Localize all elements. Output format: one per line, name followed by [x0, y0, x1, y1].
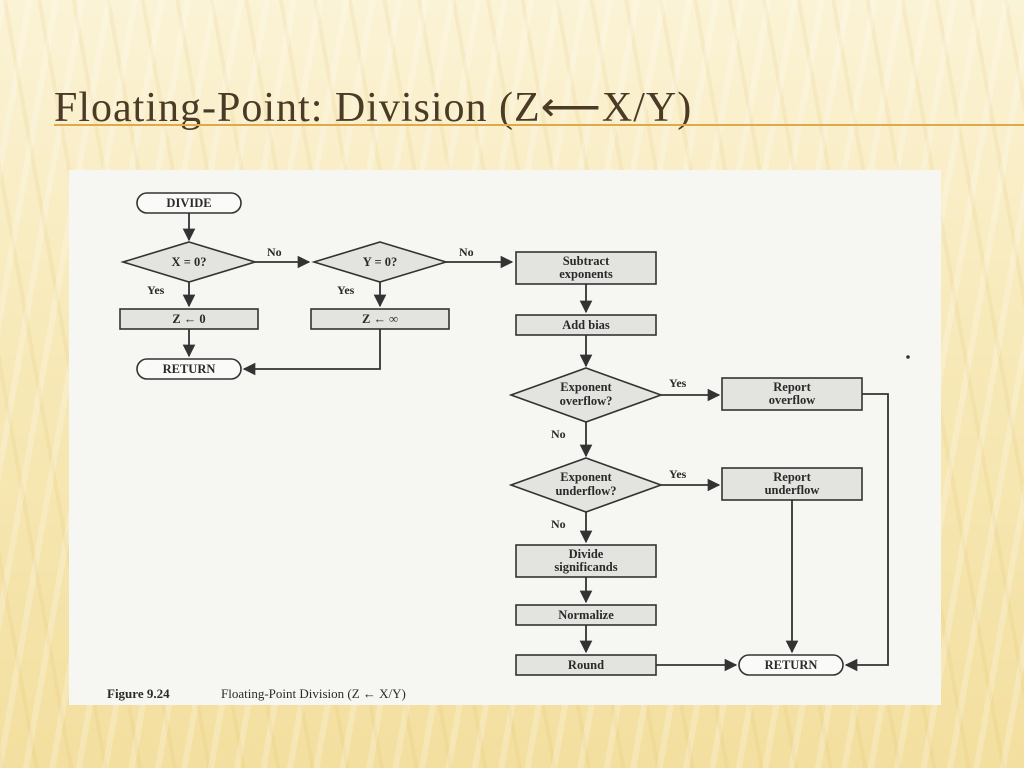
flowchart-svg: DIVIDE X = 0? No Yes Z ← 0 RETURN Y = 0?… — [107, 192, 910, 701]
overflow-label-1: Exponent — [560, 380, 612, 394]
underflow-label-1: Exponent — [560, 470, 612, 484]
normalize-label: Normalize — [558, 608, 614, 622]
overflow-yes-label: Yes — [669, 376, 687, 390]
y-yes-label: Yes — [337, 283, 355, 297]
y-zero-label: Y = 0? — [363, 255, 397, 269]
arrow-overflow-report-to-return — [844, 393, 889, 672]
report-overflow-label-2: overflow — [769, 393, 816, 407]
return-right-terminal — [738, 654, 844, 676]
round-label: Round — [568, 658, 604, 672]
return-left-label: RETURN — [163, 362, 216, 376]
report-underflow-label-2: underflow — [765, 483, 820, 497]
flowchart-figure: DIVIDE X = 0? No Yes Z ← 0 RETURN Y = 0?… — [69, 170, 941, 705]
stray-dot — [906, 355, 910, 359]
z-zero-label: Z ← 0 — [172, 312, 205, 326]
x-zero-label: X = 0? — [172, 255, 207, 269]
slide-title: Floating-Point: Division (Z⟵X/Y) — [54, 85, 693, 131]
report-underflow-box — [721, 467, 863, 501]
x-yes-label: Yes — [147, 283, 165, 297]
subtract-label-1: Subtract — [563, 254, 610, 268]
underflow-yes-label: Yes — [669, 467, 687, 481]
overflow-label-2: overflow? — [560, 394, 613, 408]
report-underflow-label-1: Report — [773, 470, 811, 484]
add-bias-label: Add bias — [562, 318, 610, 332]
underflow-label-2: underflow? — [555, 484, 616, 498]
return-right-label: RETURN — [765, 658, 818, 672]
z-inf-label: Z ← ∞ — [362, 312, 398, 326]
divide-significands-box — [515, 544, 657, 578]
divide-label: DIVIDE — [166, 196, 211, 210]
underflow-no-label: No — [551, 517, 566, 531]
figure-caption-label: Figure 9.24 — [107, 686, 170, 701]
overflow-no-label: No — [551, 427, 566, 441]
report-overflow-label-1: Report — [773, 380, 811, 394]
arrow-zinf-to-return — [242, 329, 381, 376]
return-left-terminal — [136, 358, 242, 380]
divide-sig-label-2: significands — [554, 560, 617, 574]
title-underline — [54, 124, 1024, 126]
x-no-label: No — [267, 245, 282, 259]
subtract-label-2: exponents — [559, 267, 613, 281]
y-no-label: No — [459, 245, 474, 259]
divide-sig-label-1: Divide — [569, 547, 604, 561]
figure-caption-text: Floating-Point Division (Z ← X/Y) — [221, 686, 406, 701]
